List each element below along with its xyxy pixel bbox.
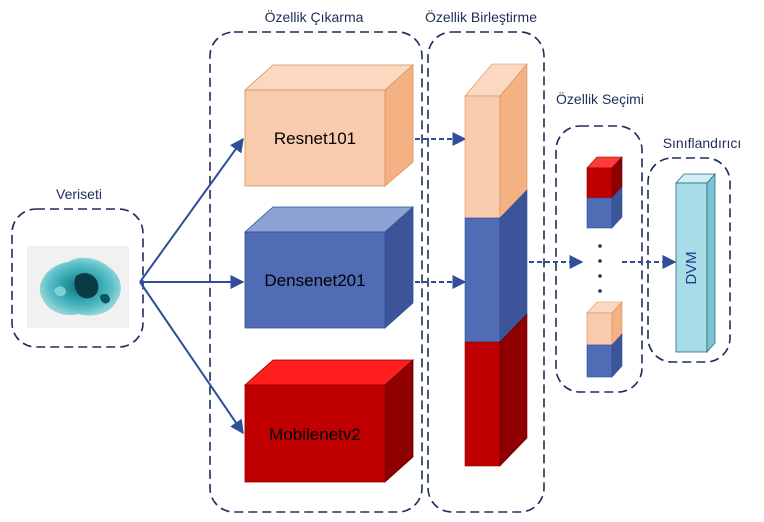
selected-feature-stack-top (586, 156, 623, 229)
dvm-classifier-box: DVM (675, 172, 716, 354)
mobilenetv2-box: Mobilenetv2 (243, 359, 415, 483)
resnet101-label: Resnet101 (274, 129, 356, 148)
fused-segment-mobilenet (464, 341, 501, 467)
fused-segment-resnet (464, 95, 501, 219)
feature-selection-group-border (555, 125, 643, 393)
ellipsis-dots (598, 244, 602, 293)
arrow-dataset-to-resnet (139, 137, 244, 283)
densenet201-box: Densenet201 (243, 206, 415, 329)
feature-selection-section-label: Özellik Seçimi (556, 90, 644, 107)
feature-extraction-section-label: Özellik Çıkarma (265, 8, 364, 25)
selected-feature-stack-bottom (586, 301, 623, 378)
classifier-section-label: Sınıflandırıcı (663, 135, 742, 151)
classifier-group-border (647, 157, 731, 363)
dataset-group-border (11, 208, 144, 348)
feature-fusion-section-label: Özellik Birleştirme (425, 8, 537, 25)
dataset-sample-image (27, 246, 129, 328)
dataset-section-label: Veriseti (56, 186, 102, 202)
feature-fusion-group-border (427, 31, 545, 513)
dvm-label: DVM (683, 251, 700, 284)
fused-feature-vector (464, 63, 528, 467)
resnet101-box: Resnet101 (243, 64, 415, 187)
densenet201-label: Densenet201 (264, 271, 365, 290)
mobilenetv2-label: Mobilenetv2 (269, 425, 361, 444)
arrow-dataset-to-mobilenet (139, 281, 244, 435)
fused-segment-densenet (464, 217, 501, 343)
